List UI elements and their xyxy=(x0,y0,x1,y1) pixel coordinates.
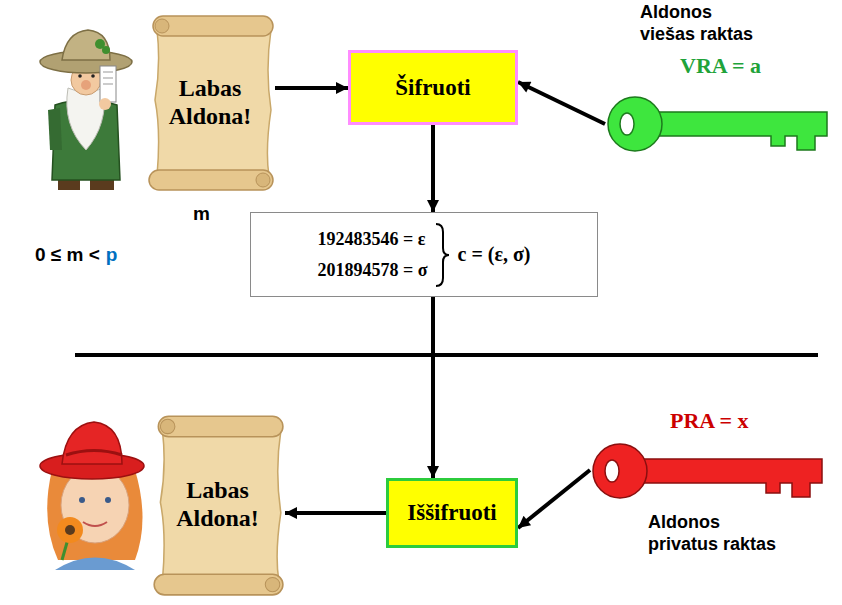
public-key: Aldonos viešas raktasVRA = a xyxy=(605,2,835,152)
drawing-part xyxy=(100,66,116,102)
node-text: Aldonos viešas raktas xyxy=(640,2,765,45)
node-text: Labas Aldona! xyxy=(168,477,268,532)
drawing-part xyxy=(57,517,83,543)
encrypt-box: Šifruoti xyxy=(348,50,518,125)
drawing-part xyxy=(155,30,271,176)
drawing-part xyxy=(155,19,169,33)
flow-arrow xyxy=(518,470,590,528)
drawing-part xyxy=(265,577,280,591)
drawing-part xyxy=(66,451,122,456)
ciphertext-box: 192483546 = ε 201894578 = σ c = (ε, σ) xyxy=(250,212,598,297)
gnome-figure xyxy=(40,30,132,190)
drawing-part xyxy=(78,74,82,78)
drawing-part xyxy=(67,88,105,150)
node-text: Šifruoti xyxy=(395,75,470,101)
decrypt-box: Iššifruoti xyxy=(386,478,518,548)
drawing-part xyxy=(83,522,107,526)
drawing-part xyxy=(102,46,110,54)
separator-line xyxy=(75,353,818,357)
drawing-part xyxy=(79,497,85,503)
drawing-part xyxy=(81,80,91,90)
drawing-part xyxy=(158,416,283,437)
flow-arrow xyxy=(431,125,435,212)
node-text: Aldonos privatus raktas xyxy=(648,512,783,555)
drawing-part xyxy=(62,30,110,60)
drawing-part xyxy=(91,74,95,78)
flow-arrow xyxy=(431,297,435,478)
node-text: VRA = a xyxy=(680,53,835,79)
drawing-part xyxy=(103,72,113,73)
node-text: PRA = x xyxy=(670,408,830,434)
drawing-part xyxy=(105,497,111,503)
drawing-part xyxy=(99,98,111,110)
drawing-part xyxy=(160,419,175,433)
drawing-part xyxy=(160,431,280,581)
drawing-part xyxy=(103,84,113,85)
modulus-label: p xyxy=(106,244,118,266)
drawing-part xyxy=(605,460,619,482)
drawing-part xyxy=(103,78,113,79)
drawing-part xyxy=(640,459,822,497)
private-key: PRA = x Aldonos privatus raktas xyxy=(590,405,830,600)
drawing-part xyxy=(256,173,270,187)
drawing-part xyxy=(154,574,283,595)
drawing-part xyxy=(55,558,135,571)
drawing-part xyxy=(608,97,662,151)
node-text: Iššifruoti xyxy=(407,500,496,526)
message-scroll: Labas Aldona! xyxy=(145,10,275,195)
drawing-part xyxy=(620,113,634,135)
drawing-part xyxy=(62,422,122,464)
variable-label: m xyxy=(193,203,210,225)
drawing-part xyxy=(153,16,273,36)
node-text: Labas Aldona! xyxy=(160,75,260,130)
drawing-part xyxy=(436,224,449,286)
message-scroll: Labas Aldona! xyxy=(150,410,285,600)
range-condition: 0 ≤ m < xyxy=(35,244,100,266)
flow-arrow xyxy=(518,82,605,124)
node-text: c = (ε, σ) xyxy=(458,243,531,266)
flow-arrow xyxy=(275,86,348,90)
drawing-part xyxy=(655,112,827,150)
flow-arrow xyxy=(285,511,386,515)
girl-figure xyxy=(40,422,144,570)
key-icon xyxy=(590,405,830,600)
drawing-part xyxy=(149,170,273,190)
drawing-part xyxy=(593,444,647,498)
curly-brace xyxy=(434,222,450,288)
node-text: 201894578 = σ xyxy=(317,260,427,281)
node-text: 192483546 = ε xyxy=(317,229,427,250)
drawing-part xyxy=(48,108,62,150)
drawing-part xyxy=(65,525,75,535)
